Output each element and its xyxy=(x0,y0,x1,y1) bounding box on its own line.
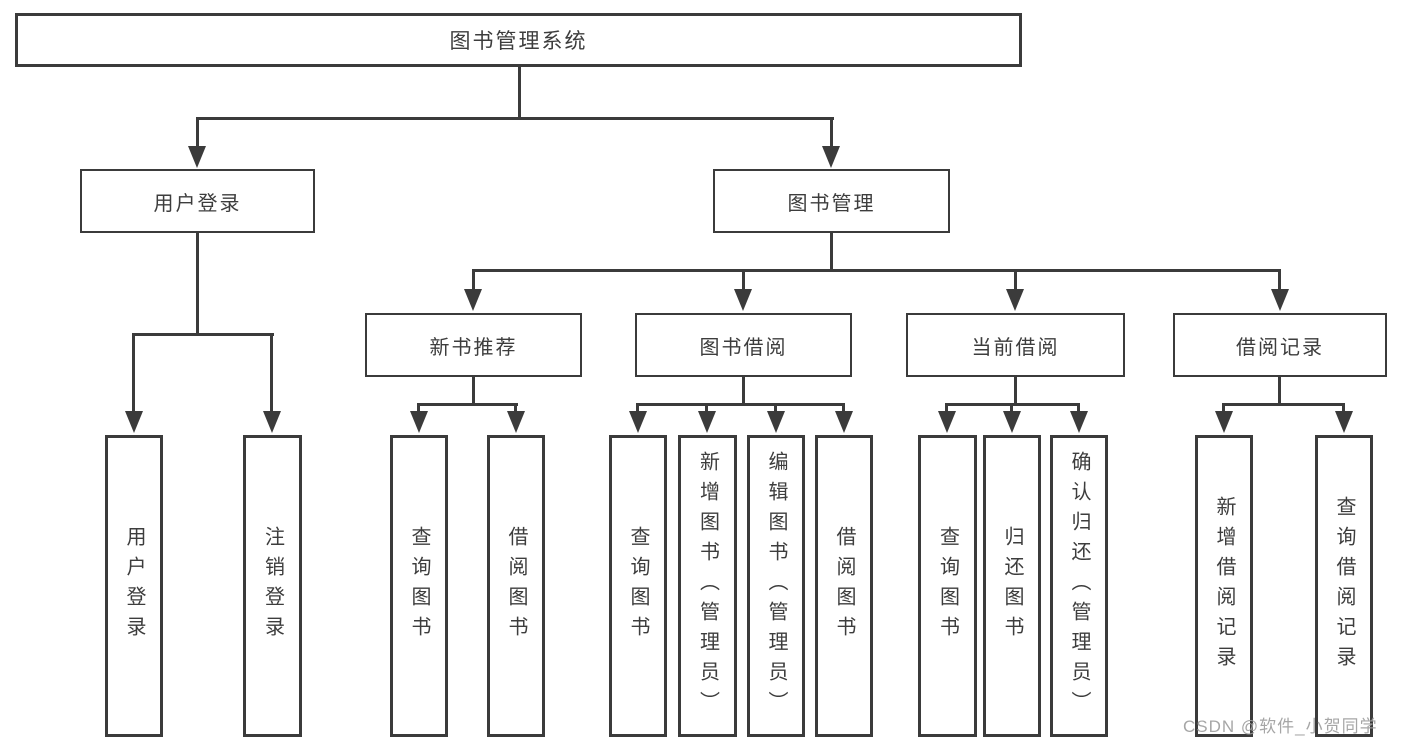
leaf-add-borrow-record: 新增借阅记录 xyxy=(1195,435,1253,737)
leaf-query-books-current: 查询图书 xyxy=(918,435,977,737)
arrowhead xyxy=(767,411,785,433)
node-label: 归还图书 xyxy=(1001,526,1023,646)
node-book-management: 图书管理 xyxy=(713,169,950,233)
arrowhead xyxy=(1335,411,1353,433)
edge-line xyxy=(1222,403,1345,406)
node-label: 查询图书 xyxy=(627,526,649,646)
node-label: 确认归还（管理员） xyxy=(1068,451,1090,721)
leaf-borrow-books-recommend: 借阅图书 xyxy=(487,435,545,737)
node-label: 新增图书（管理员） xyxy=(696,451,719,721)
edge-line xyxy=(742,269,745,291)
arrowhead xyxy=(1271,289,1289,311)
edge-line xyxy=(1278,269,1281,291)
arrowhead xyxy=(1215,411,1233,433)
edge-line xyxy=(472,269,475,291)
watermark-text: CSDN @软件_小贺同学 xyxy=(1183,717,1378,736)
node-user-login: 用户登录 xyxy=(80,169,315,233)
leaf-borrow-books: 借阅图书 xyxy=(815,435,873,737)
edge-line xyxy=(1222,403,1225,413)
edge-line xyxy=(636,403,639,413)
edge-line xyxy=(1342,403,1345,413)
edge-line xyxy=(1077,403,1080,413)
arrowhead xyxy=(410,411,428,433)
node-label: 新增借阅记录 xyxy=(1213,496,1235,676)
leaf-return-book: 归还图书 xyxy=(983,435,1041,737)
edge-line xyxy=(1014,269,1017,291)
node-label: 用户登录 xyxy=(123,526,145,646)
node-current-borrow: 当前借阅 xyxy=(906,313,1125,377)
edge-line xyxy=(1010,403,1013,413)
leaf-add-book-admin: 新增图书（管理员） xyxy=(678,435,737,737)
edge-line xyxy=(196,117,834,120)
node-label: 注销登录 xyxy=(261,526,284,646)
node-library-system: 图书管理系统 xyxy=(15,13,1022,67)
edge-line xyxy=(518,67,521,119)
leaf-confirm-return-admin: 确认归还（管理员） xyxy=(1050,435,1108,737)
arrowhead xyxy=(698,411,716,433)
edge-line xyxy=(842,403,845,413)
arrowhead xyxy=(1003,411,1021,433)
node-label: 查询图书 xyxy=(408,526,430,646)
arrowhead xyxy=(1070,411,1088,433)
node-label: 编辑图书（管理员） xyxy=(765,451,787,721)
node-label: 查询图书 xyxy=(936,526,959,646)
node-label: 查询借阅记录 xyxy=(1333,496,1355,676)
edge-line xyxy=(196,117,199,148)
arrowhead xyxy=(464,289,482,311)
arrowhead xyxy=(734,289,752,311)
arrowhead xyxy=(629,411,647,433)
edge-line xyxy=(270,333,273,413)
arrowhead xyxy=(1006,289,1024,311)
edge-line xyxy=(705,403,708,413)
arrowhead xyxy=(507,411,525,433)
edge-line xyxy=(830,117,833,148)
edge-line xyxy=(1278,377,1281,405)
edge-line xyxy=(830,233,833,271)
edge-line xyxy=(1014,377,1017,405)
edge-line xyxy=(472,269,1281,272)
node-new-book-recommend: 新书推荐 xyxy=(365,313,582,377)
leaf-edit-book-admin: 编辑图书（管理员） xyxy=(747,435,805,737)
leaf-query-borrow-record: 查询借阅记录 xyxy=(1315,435,1373,737)
edge-line xyxy=(417,403,420,413)
arrowhead xyxy=(188,146,206,168)
arrowhead xyxy=(263,411,281,433)
node-borrow-records: 借阅记录 xyxy=(1173,313,1387,377)
edge-line xyxy=(945,403,948,413)
edge-line xyxy=(636,403,845,406)
arrowhead xyxy=(938,411,956,433)
leaf-logout: 注销登录 xyxy=(243,435,302,737)
leaf-query-books-borrow: 查询图书 xyxy=(609,435,667,737)
edge-line xyxy=(742,377,745,405)
edge-line xyxy=(132,333,274,336)
node-book-borrow: 图书借阅 xyxy=(635,313,852,377)
arrowhead xyxy=(822,146,840,168)
edge-line xyxy=(132,333,135,413)
edge-line xyxy=(196,233,199,335)
node-label: 借阅图书 xyxy=(833,526,855,646)
edge-line xyxy=(417,403,518,406)
arrowhead xyxy=(125,411,143,433)
edge-line xyxy=(472,377,475,405)
edge-line xyxy=(774,403,777,413)
leaf-user-login: 用户登录 xyxy=(105,435,163,737)
leaf-query-books-recommend: 查询图书 xyxy=(390,435,448,737)
arrowhead xyxy=(835,411,853,433)
node-label: 借阅图书 xyxy=(505,526,527,646)
edge-line xyxy=(514,403,517,413)
